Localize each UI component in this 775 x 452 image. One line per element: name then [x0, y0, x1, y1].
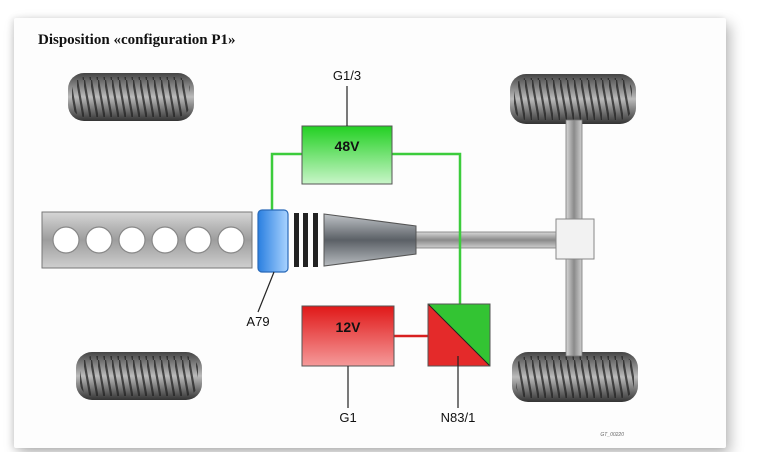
tire-front-right [510, 74, 636, 124]
tire-rear-left [76, 352, 202, 400]
ref-label-n83-1: N83/1 [441, 410, 476, 425]
battery-48v-label: 48V [335, 138, 361, 154]
ref-label-a79: A79 [246, 314, 269, 329]
wiring-48v [270, 152, 462, 304]
drive-shaft [413, 231, 561, 249]
tire-front-left [68, 73, 194, 121]
image-footnote: GT_00220 [600, 432, 624, 438]
starter-generator-a79 [257, 209, 289, 273]
battery-12v: 12V [301, 305, 395, 367]
tire-rear-right [512, 352, 638, 402]
engine-block [41, 211, 253, 269]
ref-label-g1: G1 [339, 410, 356, 425]
page-title: Disposition «configuration P1» [38, 32, 236, 48]
leader-a79 [257, 271, 275, 313]
gearbox [323, 213, 417, 267]
converter-n83-1 [427, 303, 491, 367]
clutch [294, 213, 318, 267]
battery-12v-label: 12V [336, 319, 362, 335]
battery-48v: 48V [301, 125, 393, 185]
differential [555, 218, 595, 260]
ref-label-g1-3: G1/3 [333, 68, 361, 83]
